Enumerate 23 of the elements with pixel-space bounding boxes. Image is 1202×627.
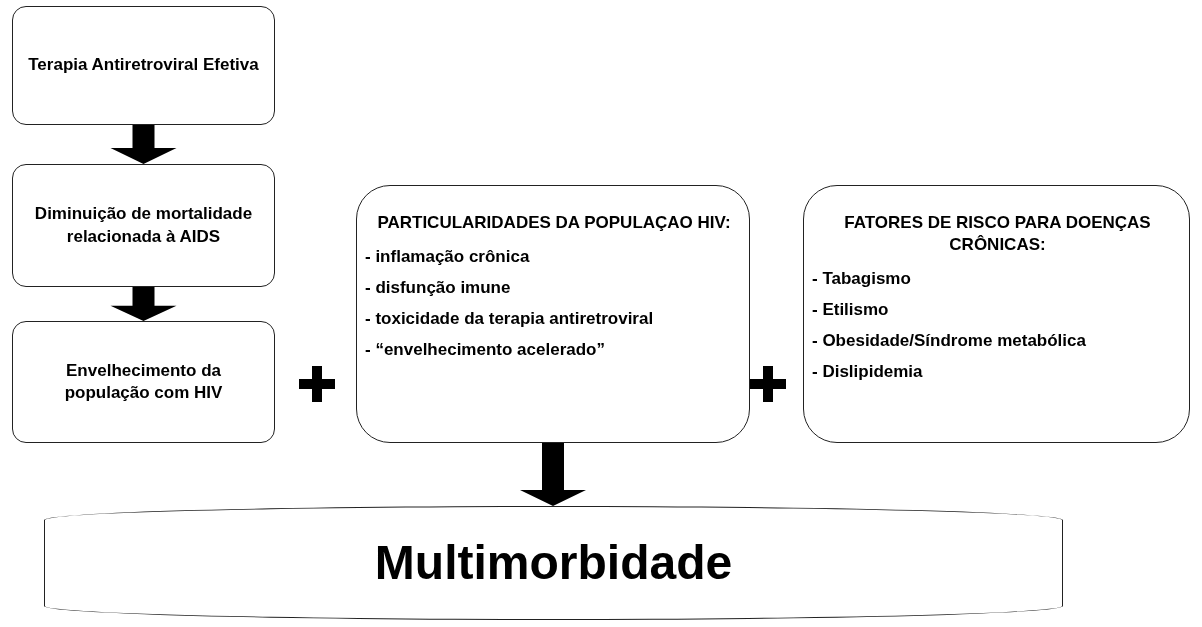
box-text: Envelhecimento da população com HIV bbox=[63, 359, 224, 404]
list-box bbox=[356, 185, 750, 443]
list-item: - Etilismo bbox=[812, 299, 890, 322]
box-text: Terapia Antiretroviral Efetiva bbox=[27, 54, 260, 77]
process-box bbox=[12, 164, 275, 287]
block-arrow bbox=[520, 443, 586, 506]
list-heading: FATORES DE RISCO PARA DOENÇAS CRÔNICAS: bbox=[843, 212, 1152, 257]
list-item: - Obesidade/Síndrome metabólica bbox=[812, 330, 1087, 353]
outcome-box bbox=[44, 506, 1063, 620]
process-box bbox=[12, 321, 275, 443]
list-heading: PARTICULARIDADES DA POPULAÇAO HIV: bbox=[376, 212, 732, 234]
list-item: - “envelhecimento acelerado” bbox=[365, 339, 606, 362]
process-box bbox=[12, 6, 275, 125]
list-box bbox=[803, 185, 1190, 443]
list-item: - disfunção imune bbox=[365, 277, 512, 300]
box-text: Multimorbidade bbox=[374, 534, 733, 591]
block-arrow bbox=[110, 287, 177, 321]
box-text: Diminuição de mortalidade relacionada à AIDS bbox=[33, 203, 254, 248]
list-item: - Dislipidemia bbox=[812, 361, 924, 384]
list-item: - toxicidade da terapia antiretroviral bbox=[365, 308, 655, 331]
list-item: - inflamação crônica bbox=[365, 246, 531, 269]
block-arrow bbox=[110, 125, 177, 164]
list-item: - Tabagismo bbox=[812, 268, 912, 291]
